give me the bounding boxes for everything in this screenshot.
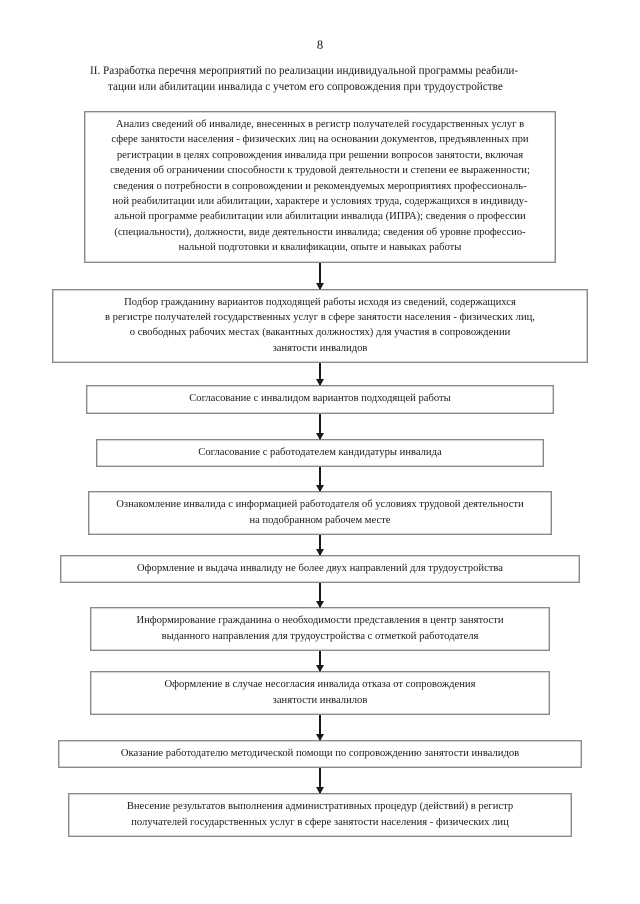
flow-connector-arrow — [0, 534, 640, 555]
flow-node-line: ной реабилитации или абилитации, характе… — [112, 196, 528, 208]
flowchart: Анализ сведений об инвалиде, внесенных в… — [0, 111, 640, 838]
flow-node-line: получателей государственных услуг в сфер… — [131, 816, 509, 828]
flow-node-line: выданного направления для трудоустройств… — [161, 630, 479, 642]
section-heading: II. Разработка перечня мероприятий по ре… — [90, 64, 560, 95]
arrow-down-icon — [319, 413, 321, 439]
flow-node-line: Подбор гражданину вариантов подходящей р… — [124, 296, 516, 308]
flow-connector-arrow — [0, 363, 640, 386]
arrow-down-icon — [319, 768, 321, 794]
flow-node-line: Оформление в случае несогласия инвалида … — [164, 679, 476, 691]
flow-node-line: регистрации в целях сопровождения инвали… — [116, 149, 524, 161]
flow-node-line: Согласование с инвалидом вариантов подхо… — [189, 393, 451, 405]
flow-node-line: о свободных рабочих местах (вакантных до… — [129, 327, 511, 339]
arrow-down-icon — [319, 583, 321, 608]
flow-node-line: альной программе реабилитации или абилит… — [114, 211, 526, 223]
flow-node-line: Анализ сведений об инвалиде, внесенных в… — [115, 119, 525, 130]
arrow-down-icon — [319, 467, 321, 492]
page-number: 8 — [316, 38, 324, 52]
flow-node-line: занятости инвалилов — [272, 694, 368, 706]
flow-node-line: нальной подготовки и квалификации, опыте… — [178, 242, 462, 254]
flow-connector-arrow — [0, 262, 640, 289]
flow-connector-arrow — [0, 413, 640, 439]
flow-node-approval-with-person: Согласование с инвалидом вариантов подхо… — [86, 385, 554, 414]
flow-node-analysis: Анализ сведений об инвалиде, внесенных в… — [84, 111, 556, 263]
arrow-down-icon — [319, 714, 321, 740]
arrow-down-icon — [319, 363, 321, 386]
flow-node-line: Внесение результатов выполнения админист… — [126, 801, 514, 813]
flow-node-record-results: Внесение результатов выполнения админист… — [68, 793, 572, 838]
flow-connector-arrow — [0, 768, 640, 794]
flow-node-line: сфере занятости населения - физических л… — [111, 134, 529, 146]
flow-node-approval-with-employer: Согласование с работодателем кандидатуры… — [96, 438, 544, 468]
flow-node-employer-support: Оказание работодателю методической помощ… — [58, 739, 582, 769]
flow-node-line: Согласование с работодателем кандидатуры… — [198, 446, 442, 458]
flow-node-notify-citizen: Информирование гражданина о необходимост… — [90, 607, 550, 652]
flow-connector-arrow — [0, 714, 640, 740]
arrow-down-icon — [319, 262, 321, 289]
flow-node-line: Оформление и выдача инвалиду не более дв… — [137, 562, 503, 574]
arrow-down-icon — [319, 651, 321, 672]
flow-node-job-matching: Подбор гражданину вариантов подходящей р… — [52, 288, 588, 364]
section-heading-line-2: тации или абилитации инвалида с учетом е… — [108, 80, 503, 93]
flow-node-line: (специальности), должности, виде деятель… — [114, 226, 526, 238]
flow-node-line: Информирование гражданина о необходимост… — [136, 615, 504, 627]
section-heading-line-1: II. Разработка перечня мероприятий по ре… — [90, 65, 519, 77]
flow-node-line: сведения об ограничении способности к тр… — [110, 165, 530, 177]
flow-node-refusal-document: Оформление в случае несогласия инвалида … — [90, 671, 550, 715]
flow-node-line: в регистре получателей государственных у… — [105, 312, 535, 324]
flow-connector-arrow — [0, 651, 640, 672]
flow-connector-arrow — [0, 467, 640, 492]
arrow-down-icon — [319, 534, 321, 555]
flow-node-line: сведения о потребности в сопровождении и… — [113, 180, 527, 192]
flow-node-line: занятости инвалидов — [272, 342, 368, 354]
flow-connector-arrow — [0, 583, 640, 608]
flow-node-line: Ознакомление инвалида с информацией рабо… — [116, 499, 524, 511]
flow-node-issue-referrals: Оформление и выдача инвалиду не более дв… — [60, 554, 580, 584]
flow-node-line: Оказание работодателю методической помощ… — [120, 747, 520, 759]
flow-node-line: на подобранном рабочем месте — [249, 514, 391, 526]
flow-node-inform-conditions: Ознакомление инвалида с информацией рабо… — [88, 491, 552, 535]
